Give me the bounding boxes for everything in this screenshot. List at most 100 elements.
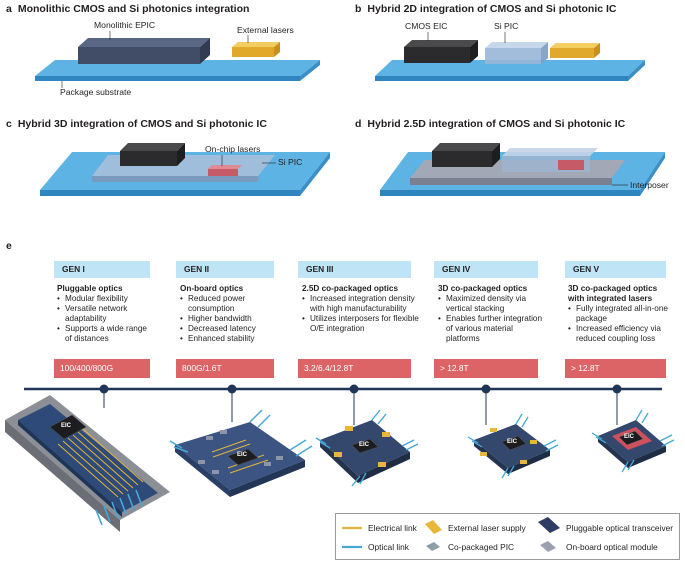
gen2-onboard-modules [198, 430, 283, 474]
legend-onboard-label: On-board optical module [566, 542, 658, 552]
annotation-onchip-lasers: On-chip lasers [205, 144, 261, 154]
gen2-feature: Decreased latency [180, 324, 278, 334]
b-si-pic-top [485, 42, 548, 48]
gen2-board-front [175, 445, 230, 497]
panel-a-illustration [35, 31, 320, 88]
gen1-optical-links [95, 489, 143, 526]
legend-pluggable-label: Pluggable optical transceiver [566, 523, 674, 533]
gen5-board-side [628, 446, 666, 468]
b-substrate-top [375, 60, 645, 76]
gen3-feature: Utilizes interposers for flexible O/E in… [302, 314, 430, 334]
timeline-dot-2 [227, 384, 237, 394]
legend-optical-label: Optical link [368, 542, 409, 552]
gen2-feature: Enhanced stability [180, 334, 278, 344]
gen5-eic-chip [618, 430, 644, 446]
gen2-feature: Higher bandwidth [180, 314, 278, 324]
gen4-rate-bar: > 12.8T [434, 359, 538, 378]
gen2-feature-list: Reduced power consumption Higher bandwid… [180, 294, 278, 344]
c-onchip-laser-front [208, 169, 238, 176]
monolithic-epic-top [78, 38, 210, 47]
gen3-feature-list: Increased integration density with high … [302, 294, 430, 334]
external-laser-side [274, 42, 280, 57]
panel-c-title: Hybrid 3D integration of CMOS and Si pho… [17, 118, 267, 130]
legend-laser-swatch [425, 520, 442, 534]
gen2-board-side [230, 460, 305, 497]
d-substrate-side [640, 152, 665, 196]
gen3-rate-bar: 3.2/6.4/12.8T [298, 359, 411, 378]
monolithic-epic-side [200, 38, 210, 64]
gen4-eic-label: EIC [507, 439, 518, 445]
d-cmos-front [432, 151, 492, 167]
gen1-feature: Modular flexibility [57, 294, 155, 304]
c-substrate-side [300, 152, 330, 196]
d-si-pic-top [502, 148, 598, 156]
gen5-feature: Fully integrated all-in-one package [568, 304, 673, 324]
legend [335, 513, 680, 560]
gen4-feature: Maximized density via vertical stacking [438, 294, 543, 314]
gen2-title: On-board optics [180, 284, 244, 293]
c-onchip-laser-top [208, 165, 242, 169]
gen1-title: Pluggable optics [57, 284, 123, 293]
panel-b-illustration [375, 32, 645, 81]
timeline-dot-5 [612, 384, 622, 394]
gen3-feature: Increased integration density with high … [302, 294, 430, 314]
annotation-si-pic-b: Si PIC [494, 21, 519, 31]
gen3-board-side [358, 452, 410, 483]
package-substrate-side [300, 60, 320, 81]
b-si-pic-side [541, 42, 548, 64]
gen3-lasers [334, 426, 390, 467]
legend-copic-label: Co-packaged PIC [448, 542, 515, 552]
annotation-package-substrate: Package substrate [60, 87, 132, 97]
external-laser-top [232, 42, 280, 47]
c-si-pic-front [92, 176, 258, 182]
panel-b-letter: b [355, 3, 362, 15]
legend-symbols [342, 517, 560, 552]
gen5-feature-list: Fully integrated all-in-one package Incr… [568, 304, 673, 344]
d-cmos-side [492, 143, 500, 167]
gen2-header: GEN II [176, 261, 274, 278]
b-si-pic-front [485, 48, 541, 64]
c-cmos-front [120, 151, 177, 166]
d-onchip-laser [558, 160, 584, 170]
gen3-board-front [320, 440, 358, 483]
gen3-eic-label: EIC [359, 442, 370, 448]
gen3-25d-illustration [315, 409, 419, 487]
gen5-eic-label: EIC [624, 434, 635, 440]
panel-a-letter: a [6, 3, 12, 15]
timeline-dot-1 [99, 384, 109, 394]
b-substrate-front [375, 76, 628, 81]
panel-c-letter: c [6, 118, 12, 130]
b-laser-side [594, 43, 600, 58]
gen4-optical-links [467, 413, 559, 479]
b-cmos-eic-front [404, 47, 470, 63]
annotation-si-pic-c: Si PIC [278, 157, 303, 167]
gen5-3d-laser-illustration [591, 409, 675, 473]
legend-laser-label: External laser supply [448, 523, 526, 533]
panel-e-letter: e [6, 240, 12, 252]
panel-e-label: e [6, 240, 18, 252]
gen1-electrical-links [57, 428, 144, 498]
timeline-dot-4 [481, 384, 491, 394]
gen4-board-front [474, 440, 508, 474]
annotation-external-lasers: External lasers [237, 25, 294, 35]
gen1-eic-chip [49, 414, 87, 440]
timeline-dot-3 [349, 384, 359, 394]
panel-d-title: Hybrid 2.5D integration of CMOS and Si p… [367, 118, 626, 130]
gen1-pcb [18, 404, 158, 512]
gen4-board-side [508, 450, 550, 474]
gen3-title: 2.5D co-packaged optics [302, 284, 399, 293]
gen4-lasers [480, 428, 537, 464]
legend-pluggable-swatch [538, 517, 560, 533]
d-cmos-top [432, 143, 500, 151]
gen2-onboard-illustration [169, 409, 313, 497]
legend-electrical-label: Electrical link [368, 523, 417, 533]
gen5-header: GEN V [565, 261, 666, 278]
gen1-pcb-edge [18, 420, 122, 517]
gen2-eic-chip [227, 448, 259, 466]
gen3-header: GEN III [298, 261, 411, 278]
gen5-feature: Increased efficiency via reduced couplin… [568, 324, 673, 344]
gen2-rate-bar: 800G/1.6T [176, 359, 274, 378]
